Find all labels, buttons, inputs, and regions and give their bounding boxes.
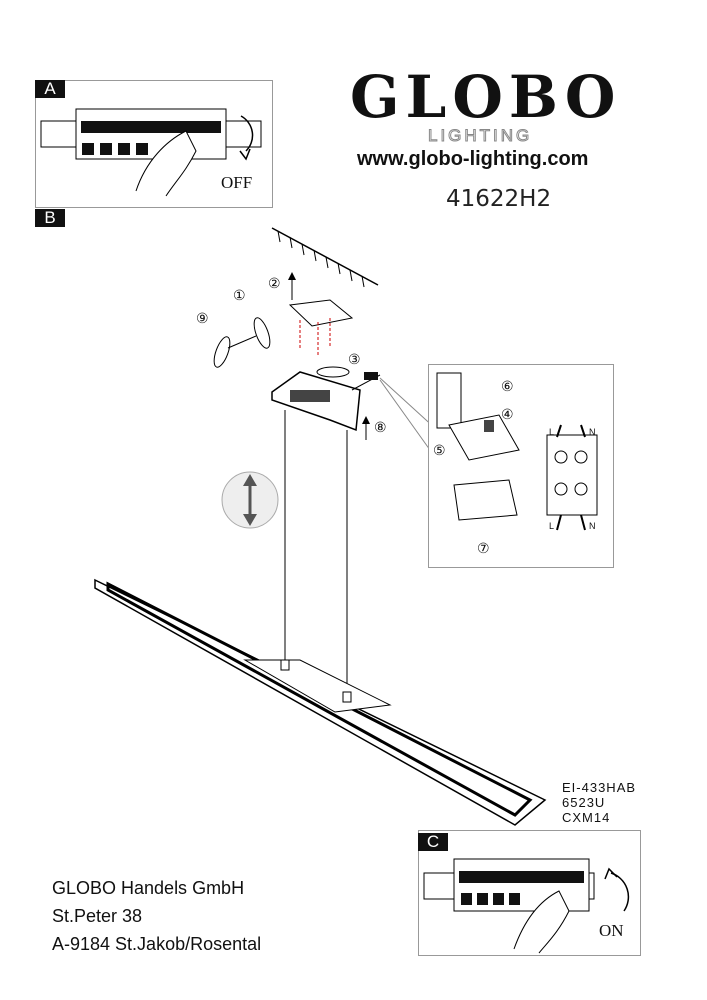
city-address: A-9184 St.Jakob/Rosental bbox=[52, 934, 262, 954]
step-a-tag: A bbox=[35, 80, 65, 98]
breaker-on-illustration bbox=[423, 858, 630, 954]
product-codes: EI-433HAB 6523U CXM14 bbox=[562, 780, 636, 825]
terminal-block-illustration bbox=[436, 372, 598, 531]
callout-9: ⑨ bbox=[196, 311, 209, 327]
callout-7: ⑦ bbox=[477, 541, 490, 557]
step-b-tag: B bbox=[35, 209, 65, 227]
callout-5: ⑤ bbox=[433, 443, 446, 459]
model-number: 41622H2 bbox=[446, 186, 552, 212]
breaker-off-illustration bbox=[40, 108, 262, 197]
live-label-bottom: L bbox=[549, 521, 555, 531]
callout-4: ④ bbox=[501, 407, 514, 423]
callout-3: ③ bbox=[348, 352, 361, 368]
connection-detail-panel: ⑥ ④ ⑤ ⑦ L N L N bbox=[428, 364, 614, 568]
globo-logo: GLOBO bbox=[350, 63, 622, 131]
off-label: OFF bbox=[221, 173, 253, 192]
on-label: ON bbox=[599, 921, 624, 940]
street-address: St.Peter 38 bbox=[52, 906, 143, 926]
step-c-panel: ON bbox=[418, 830, 641, 956]
live-label-top: L bbox=[549, 427, 555, 437]
code-line: EI-433HAB bbox=[562, 780, 637, 795]
website-url: www.globo-lighting.com bbox=[357, 148, 589, 170]
neutral-label-top: N bbox=[589, 427, 596, 437]
callout-8: ⑧ bbox=[374, 420, 387, 436]
code-line: CXM14 bbox=[562, 810, 611, 825]
code-line: 6523U bbox=[562, 795, 606, 810]
step-a-panel: OFF bbox=[35, 80, 273, 208]
neutral-label-bottom: N bbox=[589, 521, 596, 531]
step-c-tag: C bbox=[418, 833, 448, 851]
callout-2: ② bbox=[268, 276, 281, 292]
callout-6: ⑥ bbox=[501, 379, 514, 395]
lighting-wordmark: LIGHTING bbox=[427, 126, 533, 146]
company-name: GLOBO Handels GmbH bbox=[52, 878, 245, 898]
callout-1: ① bbox=[233, 288, 246, 304]
